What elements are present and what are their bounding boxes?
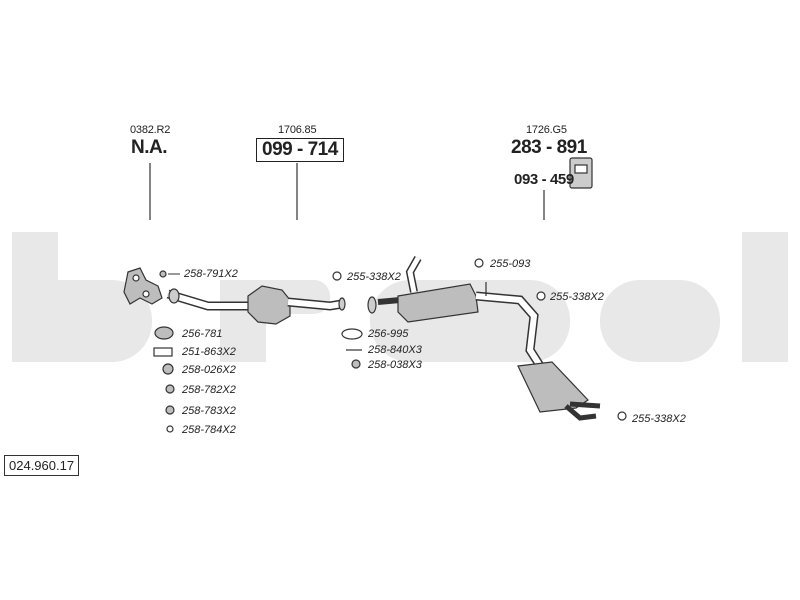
part-label: 255-093 <box>490 258 531 270</box>
front-pipe-catalyst <box>166 285 346 325</box>
group-part-number: N.A. <box>131 137 168 158</box>
gasket-icon <box>341 328 363 340</box>
part-label: 255-338X2 <box>347 271 401 283</box>
bolt-icon <box>159 270 167 278</box>
rubber-mount-icon <box>474 258 484 268</box>
hanger-bracket <box>569 157 593 189</box>
diagram-number: 024.960.17 <box>4 455 80 476</box>
group-ref-label: 1706.85 <box>278 124 317 136</box>
group-ref-label: 1726.G5 <box>526 124 567 136</box>
rear-silencer <box>517 361 601 421</box>
part-label: 258-782X2 <box>182 384 236 396</box>
nut-icon <box>162 363 174 375</box>
washer-icon <box>165 384 175 394</box>
intermediate-silencer <box>367 256 548 375</box>
part-label: 251-863X2 <box>182 346 236 358</box>
part-label: 258-784X2 <box>182 424 236 436</box>
washer-icon <box>165 405 175 415</box>
part-label: 255-338X2 <box>550 291 604 303</box>
spring-icon <box>153 347 173 357</box>
part-label: 258-026X2 <box>182 364 236 376</box>
clamp-icon <box>617 411 627 421</box>
nut-icon <box>351 359 361 369</box>
clamp-icon <box>536 291 546 301</box>
exhaust-manifold <box>123 267 163 305</box>
part-label: 255-338X2 <box>632 413 686 425</box>
part-label: 256-781 <box>182 328 223 340</box>
group-part-number: 099 - 714 <box>256 138 344 162</box>
part-label: 258-038X3 <box>368 359 422 371</box>
part-label: 256-995 <box>368 328 409 340</box>
group-ref-label: 0382.R2 <box>130 124 171 136</box>
part-label: 258-783X2 <box>182 405 236 417</box>
part-label: 258-791X2 <box>184 268 238 280</box>
part-label: 258-840X3 <box>368 344 422 356</box>
clamp-icon <box>332 271 342 281</box>
gasket-icon <box>154 326 174 340</box>
group-sub-part-number: 093 - 459 <box>514 171 574 188</box>
washer-icon <box>166 425 174 433</box>
group-part-number: 283 - 891 <box>511 137 587 158</box>
